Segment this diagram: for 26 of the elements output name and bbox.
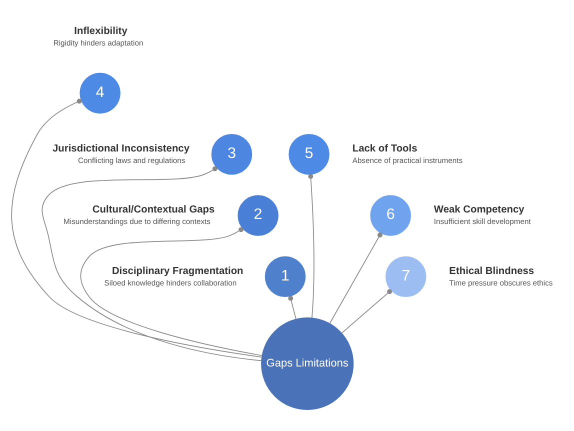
node-label: Weak Competency: [434, 204, 524, 216]
node-circle: Gaps Limitations: [261, 317, 354, 410]
node-label: Conflicting laws and regulations: [78, 156, 186, 166]
node-circle: 5: [288, 134, 330, 175]
node-circle: 1: [264, 256, 306, 298]
node-label: Ethical Blindness: [449, 266, 534, 277]
node-circle: 4: [80, 72, 120, 114]
node-label: Time pressure obscures ethics: [449, 278, 553, 288]
node-label: Absence of practical instruments: [352, 156, 463, 166]
connector: [42, 166, 262, 362]
node-label: Siloed knowledge hinders collaboration: [104, 278, 237, 288]
connector: [288, 296, 296, 320]
connector: [329, 232, 382, 324]
node-label: Rigidity hinders adaptation: [53, 38, 144, 48]
node-circle: 6: [370, 195, 411, 236]
node-label: Insufficient skill development: [434, 217, 531, 226]
node-label: Lack of Tools: [352, 143, 418, 154]
node-label: Inflexibility: [74, 26, 128, 37]
node-label: Misunderstandings due to differing contexts: [64, 217, 210, 226]
connector: [308, 174, 314, 318]
connector: [341, 289, 392, 334]
connector: [80, 227, 262, 356]
node-label: Cultural/Contextual Gaps: [92, 204, 215, 216]
connector: [11, 98, 262, 358]
node-label: Disciplinary Fragmentation: [112, 266, 244, 277]
node-label: Jurisdictional Inconsistency: [52, 143, 190, 154]
